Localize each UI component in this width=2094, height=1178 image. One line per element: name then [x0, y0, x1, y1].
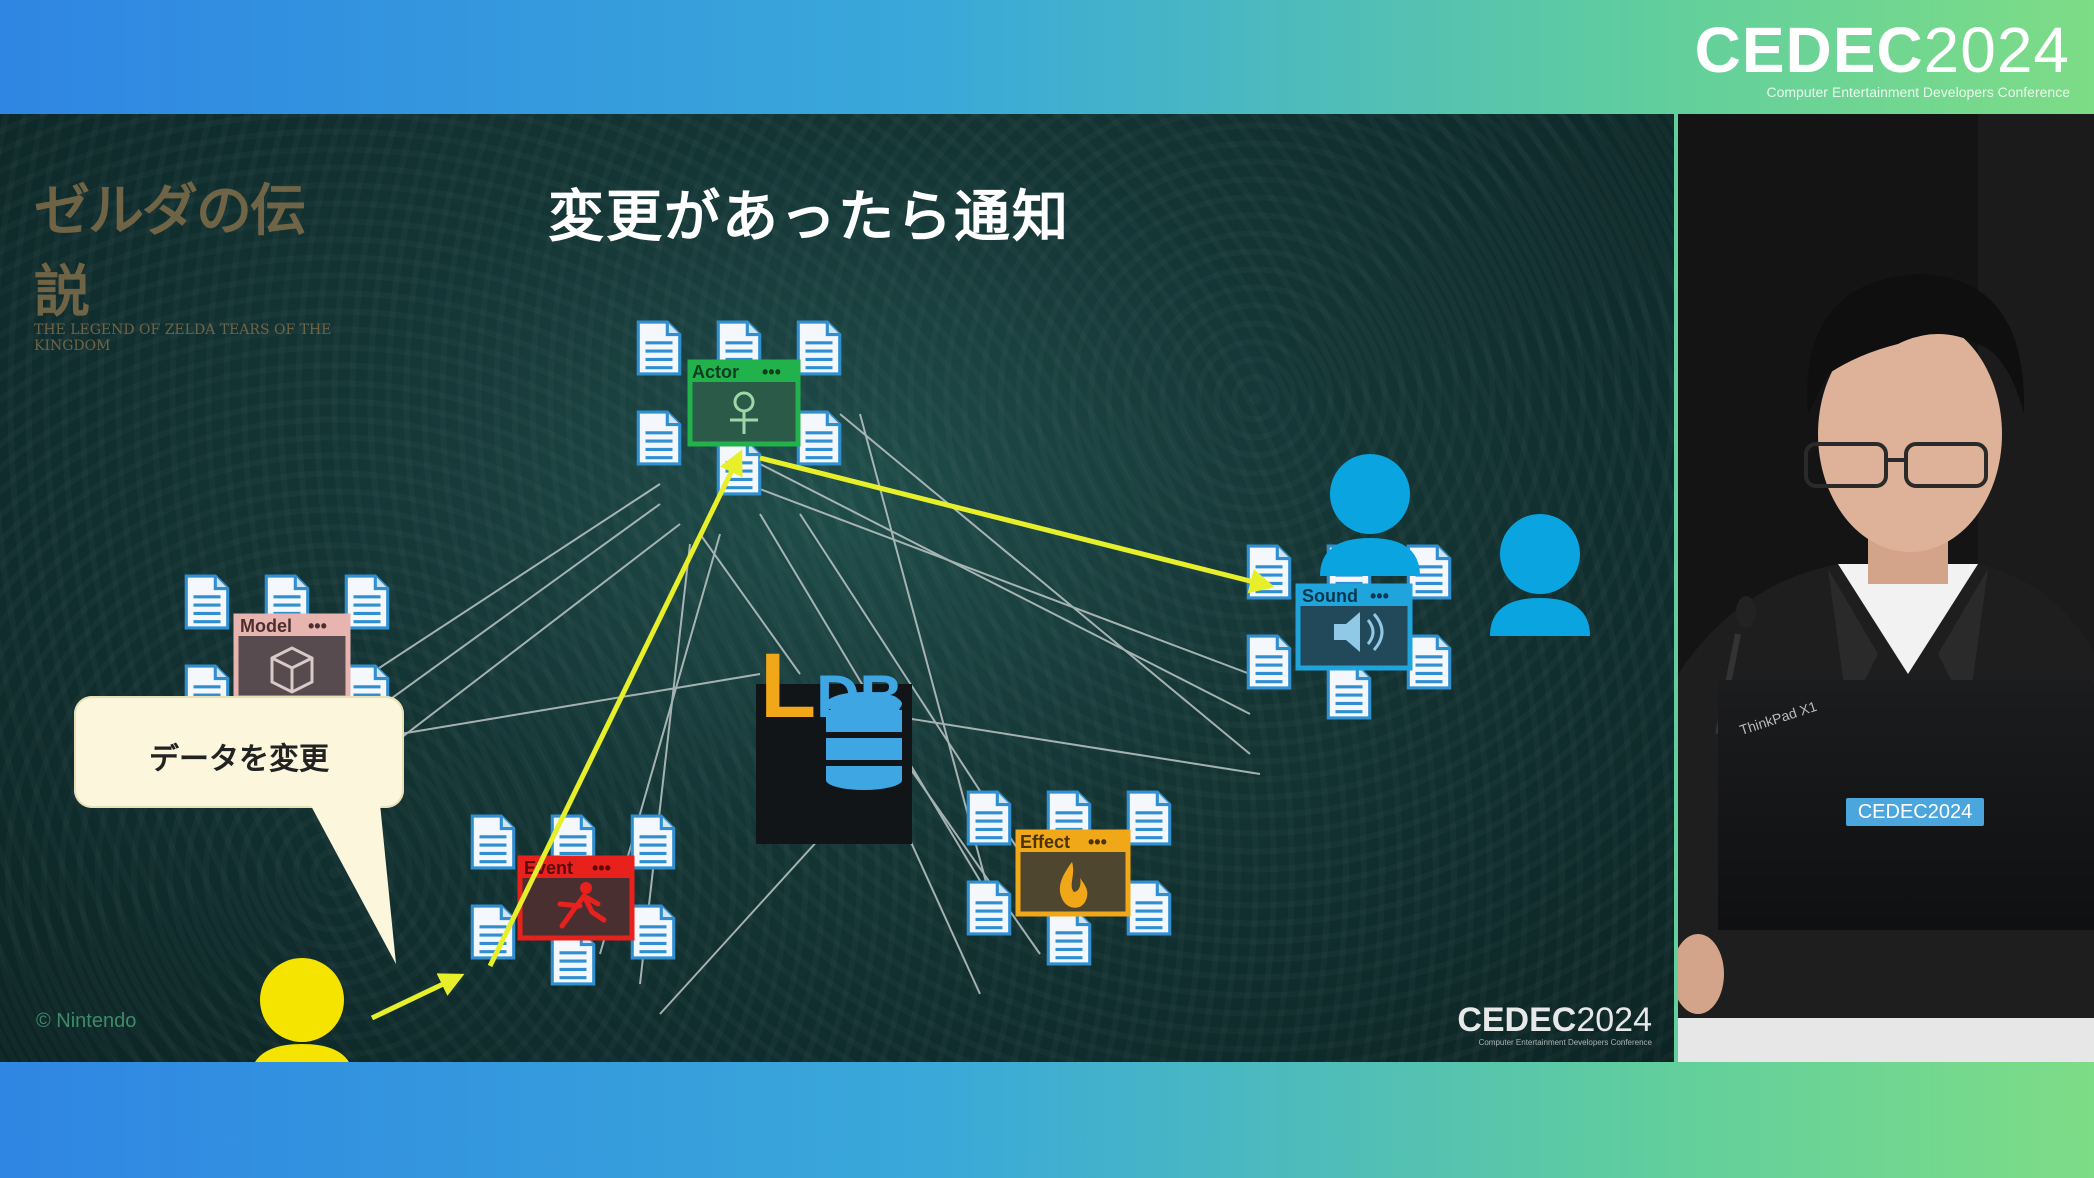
- actor-node: Actor •••: [636, 320, 842, 496]
- cedec-logo-top: CEDEC2024 Computer Entertainment Develop…: [1695, 18, 2070, 100]
- notification-arrows: [370, 449, 1275, 1021]
- model-node: Model •••: [184, 574, 390, 720]
- cedec-logo-slide: CEDEC2024 Computer Entertainment Develop…: [1457, 1002, 1652, 1047]
- slide-brand-name: CEDEC: [1457, 1001, 1577, 1039]
- brand-name: CEDEC: [1694, 14, 1924, 86]
- brand-subtitle: Computer Entertainment Developers Confer…: [1766, 84, 2071, 100]
- laptop-brand: ThinkPad X1: [1737, 698, 1819, 738]
- sound-label: Sound: [1302, 586, 1358, 606]
- slide-brand-subtitle: Computer Entertainment Developers Confer…: [1478, 1038, 1652, 1047]
- game-logo-title: ゼルダの伝説: [34, 178, 306, 325]
- svg-text:•••: •••: [308, 616, 327, 636]
- ldb-letter-l: L: [760, 635, 817, 737]
- effect-node: Effect •••: [966, 790, 1172, 966]
- user-icon-yellow: [255, 958, 349, 1062]
- bottom-banner: [0, 1066, 2094, 1178]
- user-icons-blue: [1320, 454, 1590, 636]
- speech-bubble-text: データを変更: [149, 742, 329, 777]
- slide-brand-year: 2024: [1576, 1001, 1652, 1039]
- database-icon: [756, 684, 912, 844]
- laptop: ThinkPad X1 CEDEC2024: [1718, 680, 2094, 930]
- model-label: Model: [240, 616, 292, 636]
- event-label: Event: [524, 858, 573, 878]
- data-flow-diagram: Actor ••• Model •••: [184, 320, 1590, 1062]
- game-logo-subtitle: THE LEGEND OF ZELDA TEARS OF THE KINGDOM: [34, 322, 332, 354]
- brand-year: 2024: [1923, 14, 2070, 86]
- svg-text:•••: •••: [1088, 832, 1107, 852]
- effect-label: Effect: [1020, 832, 1070, 852]
- presentation-slide: ゼルダの伝説 THE LEGEND OF ZELDA TEARS OF THE …: [0, 114, 1674, 1062]
- desk: [1678, 1018, 2094, 1062]
- slide-title: 変更があったら通知: [548, 185, 1070, 250]
- speech-bubble-tail: [310, 804, 396, 964]
- actor-label: Actor: [692, 362, 739, 382]
- sound-node: Sound •••: [1246, 544, 1452, 720]
- svg-text:•••: •••: [762, 362, 781, 382]
- svg-text:•••: •••: [1370, 586, 1389, 606]
- ldb-letters-db: DB: [816, 663, 903, 730]
- svg-text:•••: •••: [592, 858, 611, 878]
- event-node: Event •••: [470, 814, 676, 986]
- laptop-sticker: CEDEC2024: [1846, 798, 1984, 826]
- ldb-label: LDB: [760, 634, 903, 739]
- top-banner: CEDEC2024 Computer Entertainment Develop…: [0, 0, 2094, 112]
- copyright-notice: © Nintendo: [36, 1010, 137, 1032]
- speech-bubble: データを変更: [74, 696, 404, 808]
- game-logo: ゼルダの伝説 THE LEGEND OF ZELDA TEARS OF THE …: [34, 166, 354, 354]
